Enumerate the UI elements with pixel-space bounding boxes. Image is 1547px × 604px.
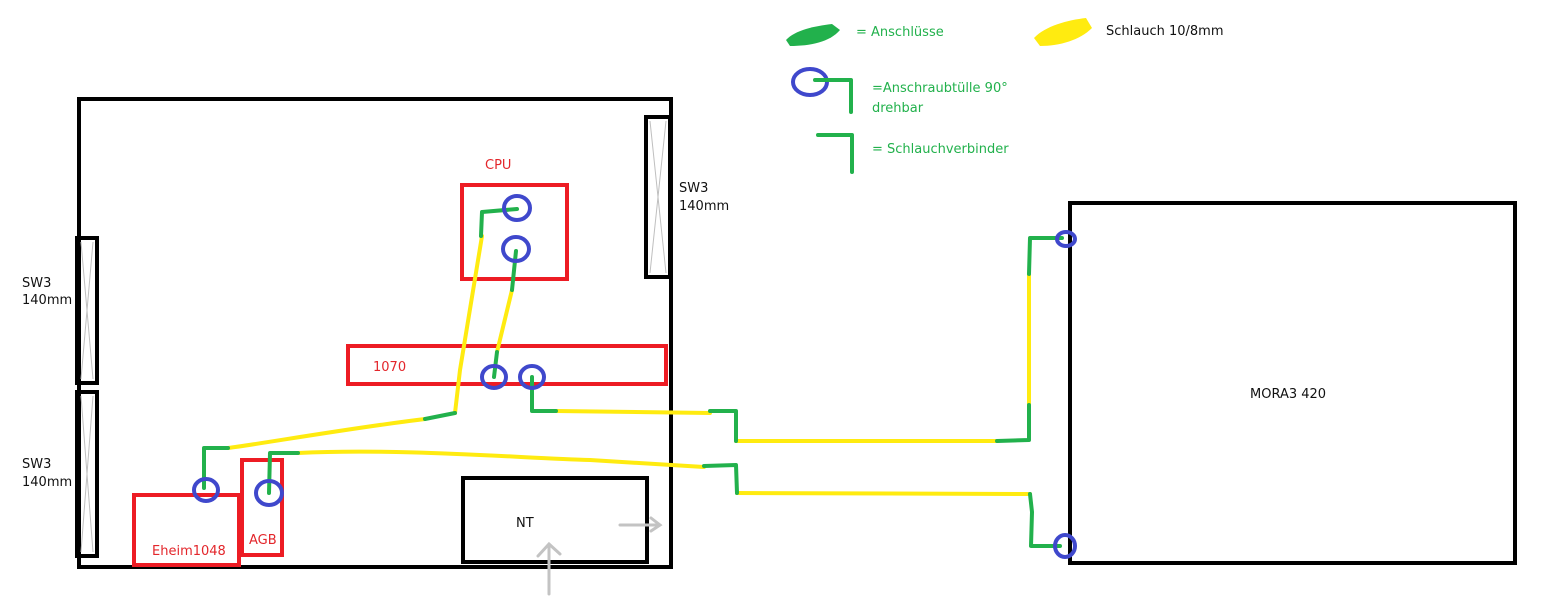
cpu-label: CPU	[485, 158, 511, 173]
airflow-up-arrow	[536, 541, 562, 596]
fan-left-upper-label-1: SW3	[22, 276, 51, 291]
fan-left-upper-label-2: 140mm	[22, 293, 72, 308]
hose-cpu-to-gpu	[495, 288, 514, 354]
hose-gpu-out	[554, 409, 712, 415]
hose-reservoir-out	[296, 449, 706, 469]
psu-block	[461, 476, 649, 564]
fan-top-right-label-1: SW3	[679, 181, 708, 196]
legend-connector-icon	[816, 133, 854, 174]
hose-radiator-lower	[735, 491, 1032, 496]
fan-left-lower	[75, 390, 99, 558]
fan-top-right	[644, 115, 672, 279]
fitting-cpu-bottom	[501, 235, 531, 263]
legend-connection-label: = Anschlüsse	[856, 25, 944, 40]
fitting-gpu-right	[518, 364, 546, 390]
connection-cpu-top	[479, 207, 519, 238]
connection-cpu-bottom	[510, 249, 518, 292]
fitting-gpu-left	[480, 364, 508, 390]
fan-left-lower-frame	[75, 390, 99, 558]
psu-label: NT	[516, 516, 534, 531]
legend-fitting-label-1: =Anschraubtülle 90°	[872, 81, 1008, 96]
legend-connection-swatch	[786, 24, 840, 46]
connection-gpu-hose-junction	[423, 411, 457, 421]
gpu-label: 1070	[373, 360, 406, 375]
pump-label: Eheim1048	[152, 544, 226, 559]
legend-fitting-elbow	[813, 78, 853, 114]
fan-top-right-label-2: 140mm	[679, 199, 729, 214]
fitting-radiator-bottom	[1053, 533, 1077, 559]
pump-block	[132, 493, 241, 567]
hose-to-pump	[226, 417, 427, 450]
radiator-label: MORA3 420	[1250, 387, 1326, 402]
reservoir-label: AGB	[249, 533, 277, 548]
connection-pump	[202, 446, 230, 490]
connection-gpu-out-coupler	[708, 409, 738, 443]
hose-cpu-to-pump	[453, 234, 484, 415]
fitting-reservoir	[254, 479, 284, 507]
fan-left-lower-label-2: 140mm	[22, 475, 72, 490]
legend-fitting-label-2: drehbar	[872, 101, 924, 116]
airflow-right-arrow	[618, 516, 663, 533]
legend-hose-swatch	[1034, 18, 1092, 46]
connection-reservoir-coupler	[702, 463, 739, 495]
radiator-block	[1068, 201, 1517, 565]
connection-radiator-bottom	[1028, 492, 1062, 548]
legend-hose-label: Schlauch 10/8mm	[1106, 24, 1224, 39]
connection-radiator-upper-coupler	[995, 403, 1031, 443]
fitting-radiator-top	[1055, 230, 1077, 248]
fan-left-upper	[75, 236, 99, 385]
legend: = Anschlüsse Schlauch 10/8mm =Anschraubt…	[786, 18, 1224, 174]
fan-left-upper-frame	[75, 236, 99, 385]
fan-left-lower-label-1: SW3	[22, 457, 51, 472]
fitting-pump	[192, 477, 220, 503]
reservoir-block	[240, 458, 284, 557]
fitting-cpu-top	[502, 194, 532, 222]
legend-connector-label: = Schlauchverbinder	[872, 142, 1009, 157]
connection-radiator-top	[1027, 236, 1064, 276]
fan-top-right-frame	[644, 115, 672, 279]
gpu-block	[346, 344, 668, 386]
